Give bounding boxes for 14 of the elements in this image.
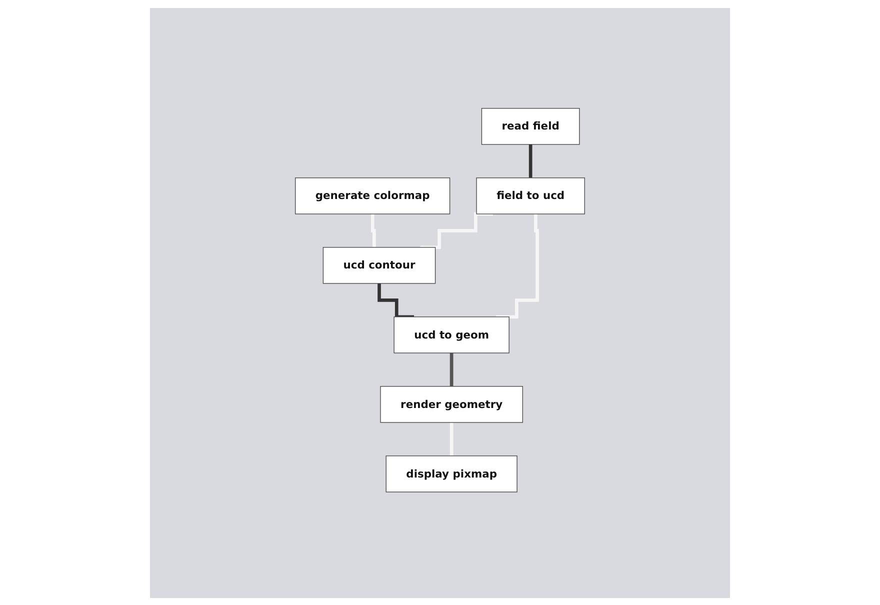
node-box (295, 178, 450, 215)
connector (370, 212, 376, 250)
node-box (481, 108, 580, 146)
node-box (380, 386, 523, 424)
node-box (476, 178, 585, 215)
node-box (322, 247, 436, 284)
canvas-background: read field generate colormap field to ucd ucd contour ucd to geom render geometry display pixmap (150, 8, 730, 598)
connector (378, 282, 414, 319)
node-box (394, 316, 510, 354)
connector (528, 143, 532, 180)
connector (496, 212, 539, 319)
connector (450, 352, 454, 388)
connector (420, 212, 494, 250)
node-box (386, 456, 518, 493)
